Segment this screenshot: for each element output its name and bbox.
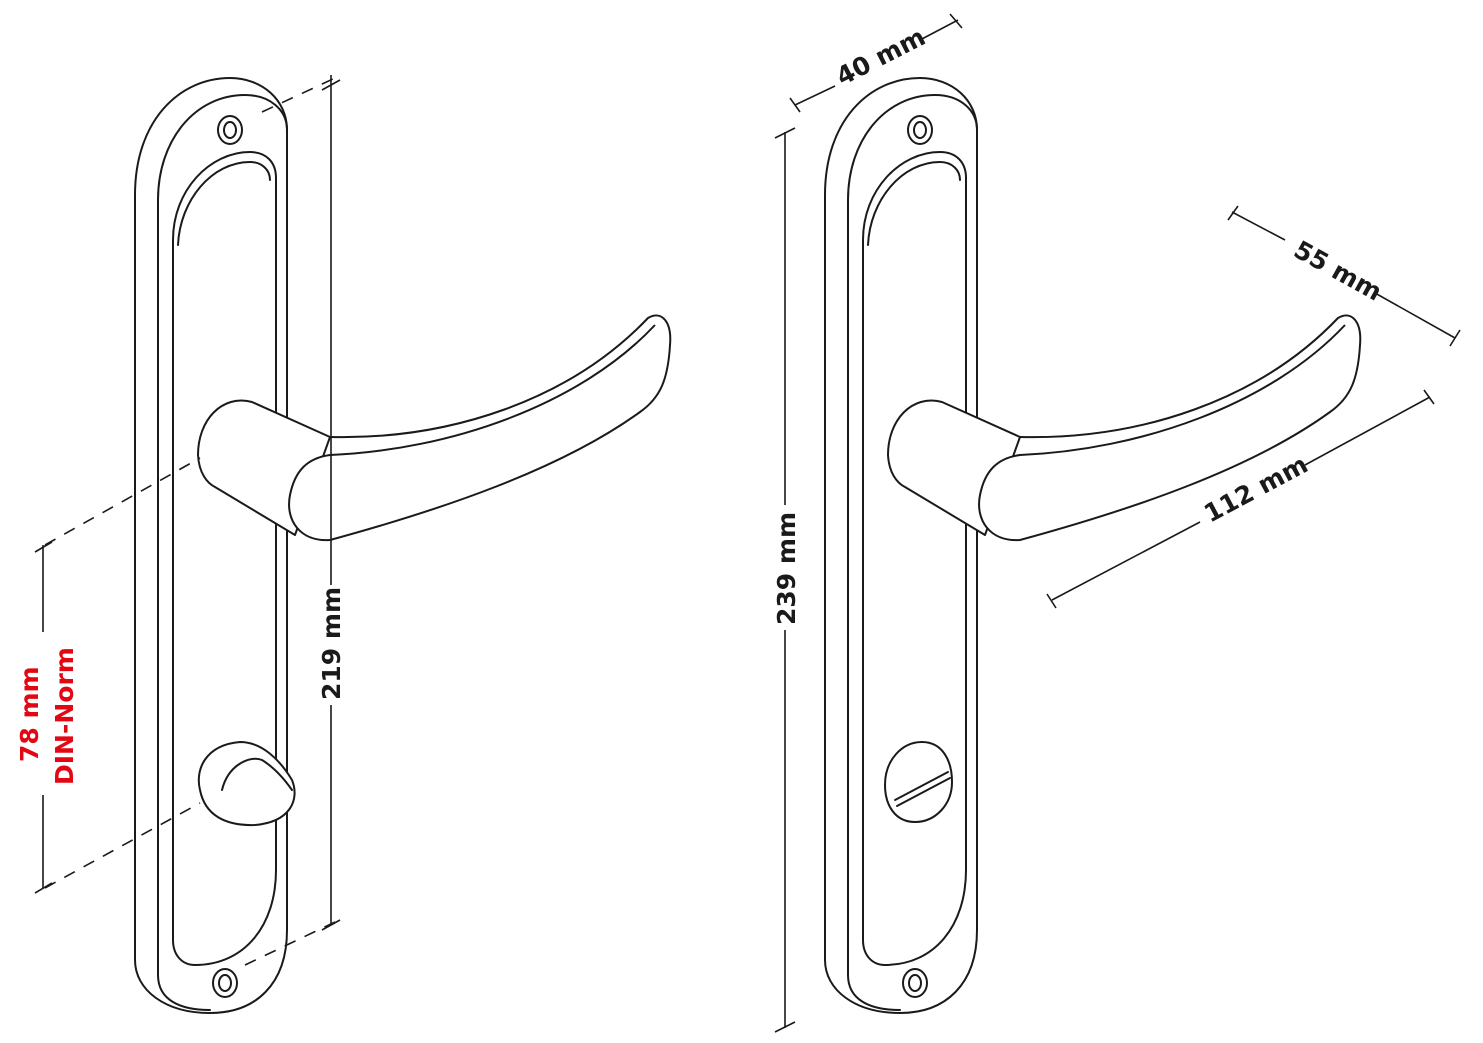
thumb-turn-knob: [197, 741, 296, 827]
din-norm-label: DIN-Norm: [50, 647, 79, 785]
emergency-release-knob: [884, 741, 953, 823]
dimension-219: 219 mm: [244, 75, 346, 966]
dimension-239: 239 mm: [772, 127, 801, 1033]
left-handle-drawing: [134, 77, 672, 1014]
dimension-label-78: 78 mm: [15, 666, 44, 762]
right-handle-drawing: [824, 77, 1362, 1014]
dimension-label-219: 219 mm: [317, 587, 346, 700]
dimension-78-din: 78 mm DIN-Norm: [15, 457, 201, 894]
dimension-label-55: 55 mm: [1289, 235, 1387, 307]
dimension-label-239: 239 mm: [772, 512, 801, 625]
